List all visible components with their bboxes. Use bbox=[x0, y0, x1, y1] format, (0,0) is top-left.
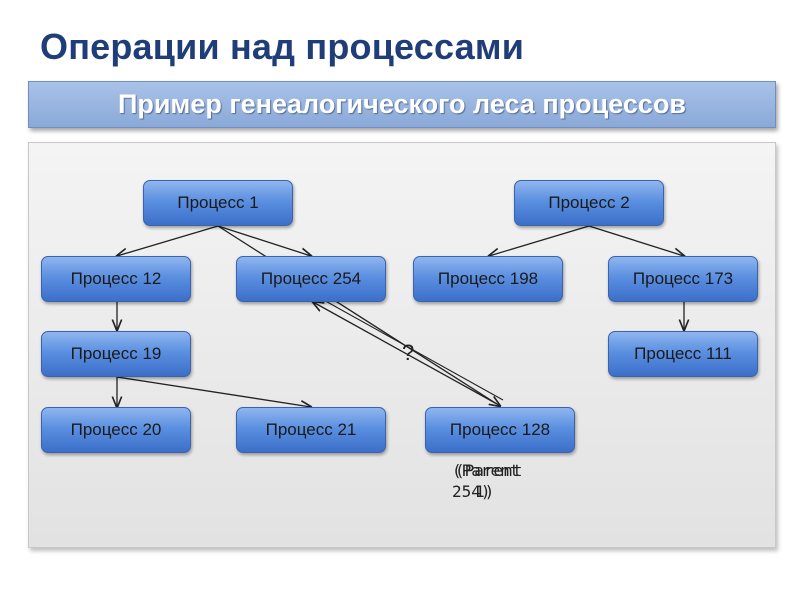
subtitle-text: Пример генеалогического леса процессов bbox=[117, 89, 687, 119]
node-process-111: Процесс 111 bbox=[608, 331, 758, 377]
node-process-128: Процесс 128 bbox=[425, 407, 575, 453]
parent-annotation-line1: (Parent bbox=[452, 461, 520, 480]
parent-annotation: (Parent 254) (Parent 1) bbox=[452, 460, 522, 502]
question-mark: ? bbox=[402, 340, 415, 365]
parent-annotation-line2: 254) bbox=[452, 482, 491, 501]
node-process-12: Процесс 12 bbox=[41, 256, 191, 302]
node-process-21: Процесс 21 bbox=[236, 407, 386, 453]
subtitle-bar: Пример генеалогического леса процессов bbox=[28, 81, 776, 128]
slide-title: Операции над процессами bbox=[40, 26, 525, 67]
node-process-198: Процесс 198 bbox=[413, 256, 563, 302]
node-process-173: Процесс 173 bbox=[608, 256, 758, 302]
node-process-1: Процесс 1 bbox=[143, 180, 293, 226]
node-process-254: Процесс 254 bbox=[236, 256, 386, 302]
parent-annotation-overlay-line2: 1) bbox=[475, 482, 495, 501]
node-process-20: Процесс 20 bbox=[41, 407, 191, 453]
node-process-2: Процесс 2 bbox=[514, 180, 664, 226]
parent-annotation-overlay: (Parent 1) bbox=[455, 460, 522, 502]
node-process-19: Процесс 19 bbox=[41, 331, 191, 377]
parent-annotation-overlay-line1: (Parent bbox=[455, 461, 523, 480]
